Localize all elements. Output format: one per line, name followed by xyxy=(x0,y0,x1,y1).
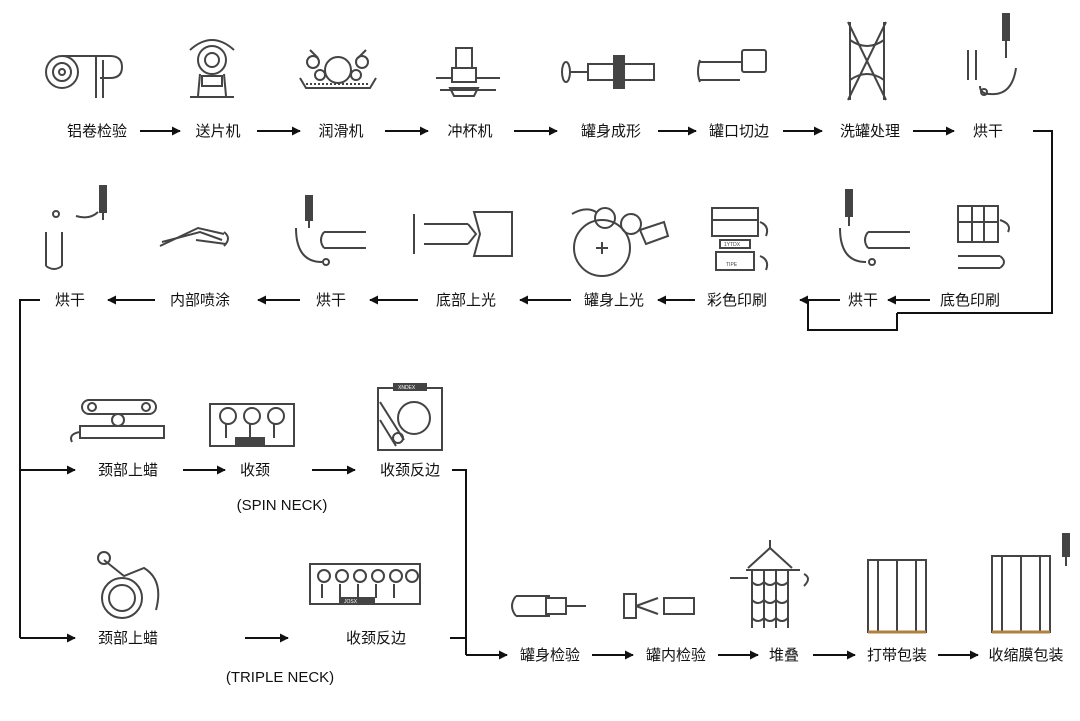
step-necking-flanging-triple: 收颈反边 xyxy=(345,629,407,647)
step-aluminum-coil-inspection: 铝卷检验 xyxy=(66,122,128,140)
step-body-varnish: 罐身上光 xyxy=(583,291,645,309)
step-inside-spray: 内部喷涂 xyxy=(169,291,231,309)
triple-neck-note: (TRIPLE NECK) xyxy=(225,669,335,686)
step-trimming: 罐口切边 xyxy=(708,122,770,140)
cupper-icon xyxy=(436,47,500,97)
inside-sprayer-icon xyxy=(159,226,229,247)
step-body-inspection: 罐身检验 xyxy=(519,646,581,664)
step-stacking: 堆叠 xyxy=(768,646,800,664)
step-cupper: 冲杯机 xyxy=(447,122,493,140)
step-basecoat-printing: 底色印刷 xyxy=(939,291,1001,309)
basecoat-printer-icon xyxy=(957,205,1010,269)
left-branch-line xyxy=(19,299,40,638)
step-bottom-varnish: 底部上光 xyxy=(435,291,497,309)
icon-label-e: JOSX xyxy=(344,599,358,605)
step-necking-flanging-spin: 收颈反边 xyxy=(379,461,441,479)
step-drying-2: 烘干 xyxy=(847,291,879,309)
trimmer-icon xyxy=(697,49,767,83)
step-washing: 洗罐处理 xyxy=(839,122,901,140)
shrink-wrapper-icon xyxy=(991,533,1070,634)
icon-label-b: TIPE xyxy=(726,262,738,268)
icon-label-d: XNDEX xyxy=(398,385,416,391)
step-neck-waxing-spin: 颈部上蜡 xyxy=(97,461,159,479)
body-maker-icon xyxy=(561,55,655,89)
lubricator-icon xyxy=(299,49,377,89)
body-inspector-icon xyxy=(511,595,586,617)
step-drying-4: 烘干 xyxy=(54,291,86,309)
palletizer-icon xyxy=(730,540,809,628)
connector-spin-down xyxy=(452,469,467,655)
step-body-forming: 罐身成形 xyxy=(580,122,642,140)
coil-icon xyxy=(45,55,124,98)
step-neck-waxing-triple: 颈部上蜡 xyxy=(97,629,159,647)
strapper-icon xyxy=(867,559,927,634)
icon-label-c: JOSX xyxy=(240,440,254,446)
flanger-icon xyxy=(377,383,443,451)
oven-icon xyxy=(967,13,1017,96)
spin-necker-icon xyxy=(209,403,295,447)
bottom-coater-icon xyxy=(413,211,513,257)
icon-label-a: 1YTDX xyxy=(724,242,741,248)
oven-icon xyxy=(839,189,910,266)
connector-row1-row2 xyxy=(897,130,1053,314)
step-drying-3: 烘干 xyxy=(315,291,347,309)
step-inside-inspection: 罐内检验 xyxy=(645,646,707,664)
neck-waxer-icon xyxy=(97,551,160,619)
triple-necker-icon xyxy=(309,563,421,605)
spin-neck-note: (SPIN NECK) xyxy=(236,497,328,514)
step-necking: 收颈 xyxy=(239,461,271,479)
decorator-icon xyxy=(711,207,769,271)
inside-inspector-icon xyxy=(623,593,695,619)
waxer-icon xyxy=(70,399,165,443)
step-lubricator: 润滑机 xyxy=(318,122,364,140)
washer-icon xyxy=(847,21,887,101)
step-feeder: 送片机 xyxy=(195,122,241,140)
step-drying-1: 烘干 xyxy=(972,122,1004,140)
connector-bypass xyxy=(807,300,898,331)
step-strapping: 打带包装 xyxy=(866,646,928,664)
step-color-printing: 彩色印刷 xyxy=(706,291,768,309)
oven-icon xyxy=(45,185,107,270)
oven-icon xyxy=(295,195,366,266)
step-shrink-wrapping: 收缩膜包装 xyxy=(988,646,1064,664)
overvarnish-icon xyxy=(571,207,670,277)
feeder-icon xyxy=(189,39,235,98)
